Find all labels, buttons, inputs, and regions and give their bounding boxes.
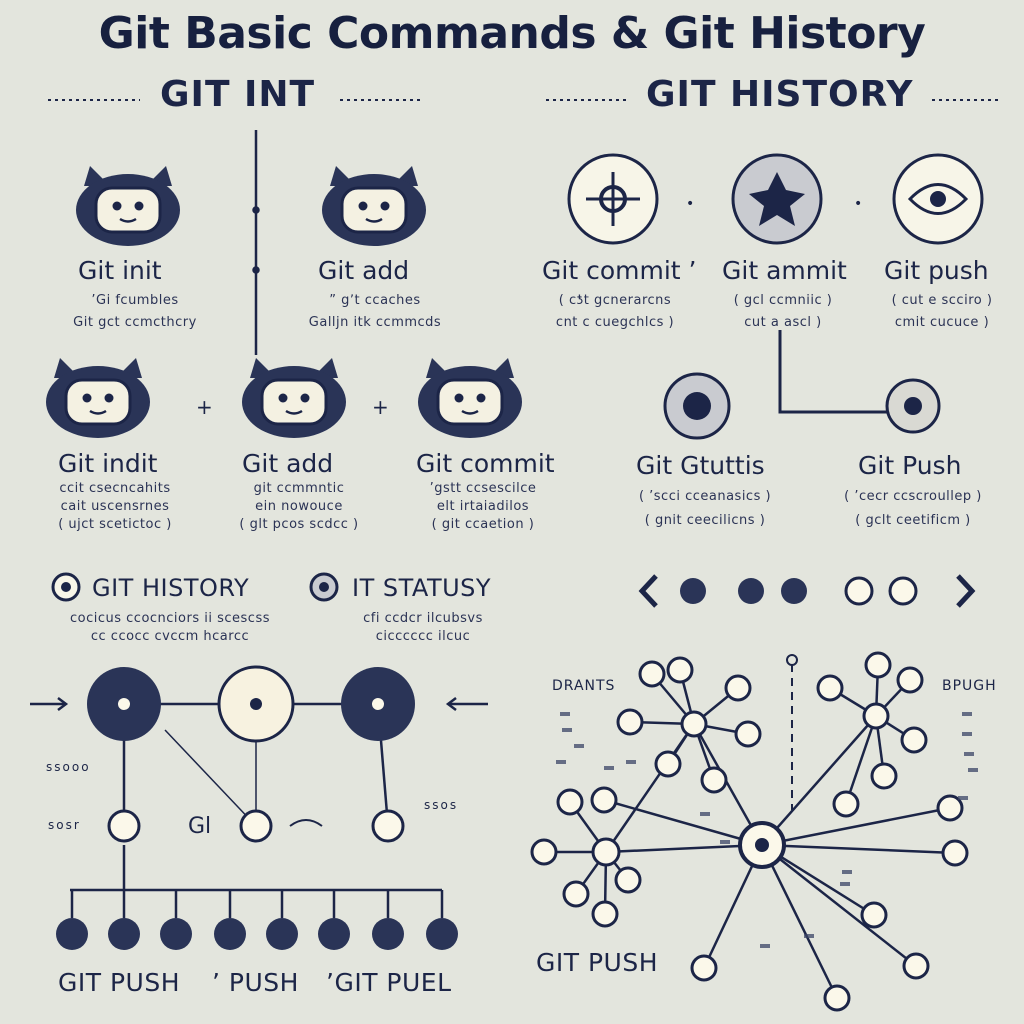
graph-node: [592, 788, 616, 812]
graph-node: [726, 676, 750, 700]
scribble-mark: [560, 712, 570, 716]
history-target-icon: [53, 574, 79, 600]
graph-node: [834, 792, 858, 816]
graph-node: [656, 752, 680, 776]
gear-icon: [887, 380, 939, 432]
graph-node: [862, 903, 886, 927]
scribble-mark: [842, 870, 852, 874]
scribble-mark: [556, 760, 566, 764]
robot-icon: [76, 166, 180, 246]
robot-icon: [46, 358, 150, 438]
scribble-mark: [626, 760, 636, 764]
commit-node-dot: [250, 698, 262, 710]
commit-node-dot: [372, 698, 384, 710]
push-node: [160, 918, 192, 950]
eye-icon: [894, 155, 982, 243]
graph-node: [872, 764, 896, 788]
scribble-mark: [962, 712, 972, 716]
small-commit-node: [241, 811, 271, 841]
scribble-mark: [604, 766, 614, 770]
push-node: [318, 918, 350, 950]
graph-node: [904, 954, 928, 978]
ammit-connector: [780, 330, 890, 412]
robot-icon: [418, 358, 522, 438]
scribble-mark: [968, 768, 978, 772]
svg-text:+: +: [196, 395, 213, 419]
scribble-mark: [958, 796, 968, 800]
svg-text:•: •: [854, 196, 862, 212]
scribble-mark: [700, 812, 710, 816]
push-node: [108, 918, 140, 950]
push-node: [214, 918, 246, 950]
history-line: [165, 730, 256, 826]
graph-node: [902, 728, 926, 752]
small-commit-node: [373, 811, 403, 841]
graph-node: [825, 986, 849, 1010]
graph-marker: [787, 655, 797, 665]
graph-node: [682, 712, 706, 736]
history-diagram: [30, 667, 488, 950]
graph-node: [616, 868, 640, 892]
scribble-mark: [562, 728, 572, 732]
graph-node: [736, 722, 760, 746]
graph-node: [702, 768, 726, 792]
scribble-mark: [720, 840, 730, 844]
commit-node-dot: [118, 698, 130, 710]
small-link: [290, 820, 322, 826]
push-node: [266, 918, 298, 950]
push-node: [426, 918, 458, 950]
small-commit-node: [109, 811, 139, 841]
status-icon: [665, 374, 729, 438]
graph-node: [593, 839, 619, 865]
graph-node: [692, 956, 716, 980]
graph-node: [564, 882, 588, 906]
graph-edge: [762, 845, 955, 853]
svg-text:•: •: [686, 196, 694, 212]
robot-icon: [242, 358, 346, 438]
scribble-mark: [840, 882, 850, 886]
graph-node: [593, 902, 617, 926]
scribble-mark: [574, 744, 584, 748]
star-icon: [733, 155, 821, 243]
graph-node: [818, 676, 842, 700]
scribble-mark: [964, 752, 974, 756]
carousel: [642, 576, 972, 606]
svg-text:+: +: [372, 395, 389, 419]
network-graph: [532, 653, 978, 1010]
scribble-mark: [804, 934, 814, 938]
graph-hub-dot: [755, 838, 769, 852]
graph-node: [864, 704, 888, 728]
graph-edge: [846, 716, 876, 804]
divider: [254, 130, 259, 355]
graph-node: [668, 658, 692, 682]
graph-node: [943, 841, 967, 865]
graph-node: [618, 710, 642, 734]
graph-node: [640, 662, 664, 686]
scribble-mark: [760, 944, 770, 948]
graph-edge: [762, 845, 916, 966]
graph-node: [532, 840, 556, 864]
graph-node: [558, 790, 582, 814]
push-node: [56, 918, 88, 950]
status-target-icon: [311, 574, 337, 600]
scribble-mark: [962, 732, 972, 736]
robot-icon: [322, 166, 426, 246]
compass-icon: [569, 155, 657, 243]
push-node: [372, 918, 404, 950]
graph-node: [866, 653, 890, 677]
graph-node: [898, 668, 922, 692]
